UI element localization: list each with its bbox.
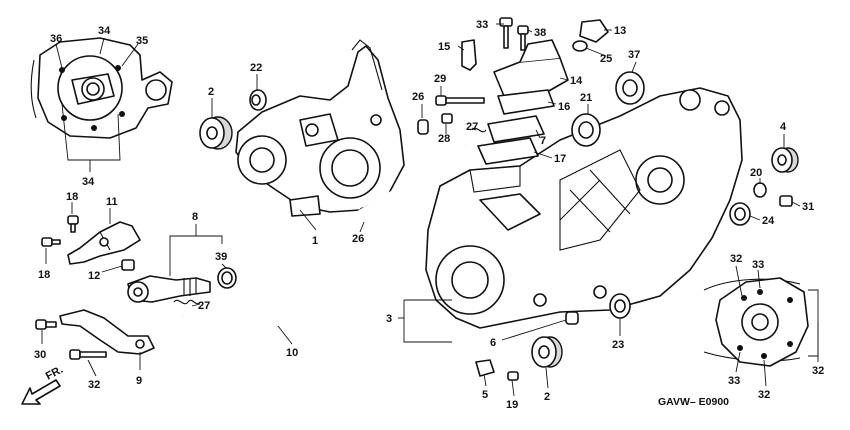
- bolt-31: [779, 195, 793, 207]
- gasket-16: [497, 89, 555, 115]
- bolt-32-left: [69, 349, 107, 360]
- callout-33: 33: [728, 375, 740, 387]
- callout-32: 32: [88, 379, 100, 391]
- bolt-29: [435, 95, 485, 106]
- callout-15: 15: [438, 41, 450, 53]
- bearing-21: [571, 113, 601, 147]
- callout-10: 10: [286, 347, 298, 359]
- oil-seal-24: [729, 202, 751, 226]
- front-direction-arrow: [21, 379, 61, 405]
- callout-18: 18: [66, 191, 78, 203]
- flange-13: [579, 19, 609, 43]
- callout-34: 34: [98, 25, 111, 37]
- callout-32: 32: [812, 365, 824, 377]
- reed-block-7: [487, 115, 545, 143]
- bolt-30: [35, 319, 57, 330]
- callout-20: 20: [750, 167, 762, 179]
- bearing-4: [771, 147, 799, 173]
- callout-4: 4: [780, 121, 787, 133]
- bearing-22: [249, 89, 267, 111]
- callout-9: 9: [136, 375, 142, 387]
- clip-5: [475, 359, 495, 377]
- callout-13: 13: [614, 25, 626, 37]
- bearing-2-lower: [531, 336, 563, 368]
- callout-38: 38: [534, 27, 546, 39]
- callout-11: 11: [106, 196, 118, 208]
- callout-12: 12: [88, 270, 100, 282]
- spring-clip-27-left: [173, 299, 201, 305]
- oil-seal-39: [217, 267, 237, 289]
- callout-23: 23: [612, 339, 624, 351]
- callout-26: 26: [352, 233, 364, 245]
- callout-24: 24: [762, 215, 775, 227]
- callout-3: 3: [386, 313, 392, 325]
- callout-35: 35: [136, 35, 148, 47]
- callout-1: 1: [312, 235, 318, 247]
- callout-39: 39: [215, 251, 227, 263]
- o-ring-25: [572, 40, 588, 52]
- callout-31: 31: [802, 201, 814, 213]
- bracket-11: [67, 221, 141, 265]
- callout-18: 18: [38, 269, 50, 281]
- bolt-18-upper: [67, 215, 79, 233]
- bolt-19: [507, 371, 519, 381]
- callout-7: 7: [540, 135, 546, 147]
- callout-19: 19: [506, 399, 518, 411]
- callout-8: 8: [192, 211, 198, 223]
- callout-36: 36: [50, 33, 62, 45]
- lower-right-cover: [703, 277, 809, 367]
- callout-25: 25: [600, 53, 612, 65]
- callout-30: 30: [34, 349, 46, 361]
- bolt-38: [517, 25, 529, 51]
- bearing-37: [615, 71, 645, 105]
- gear-assembly-8: [127, 275, 211, 303]
- left-crankcase-half: [235, 39, 405, 217]
- callout-34: 34: [82, 176, 95, 188]
- bolt-28: [441, 113, 453, 124]
- leader-lines: [41, 23, 819, 397]
- callout-2: 2: [544, 391, 550, 403]
- callout-6: 6: [490, 337, 496, 349]
- callout-33: 33: [476, 19, 488, 31]
- right-crankcase-half: [425, 87, 743, 329]
- gasket-17: [477, 137, 539, 165]
- callout-21: 21: [580, 92, 592, 104]
- bolt-33-top: [499, 17, 513, 49]
- callout-2: 2: [208, 86, 214, 98]
- callout-14: 14: [570, 75, 583, 87]
- callout-22: 22: [250, 62, 262, 74]
- callout-27: 27: [198, 300, 210, 312]
- diagram-code: GAVW– E0900: [658, 396, 729, 408]
- lever-9: [59, 309, 155, 355]
- clip-12: [121, 259, 135, 271]
- callout-16: 16: [558, 101, 570, 113]
- callout-26: 26: [412, 91, 424, 103]
- dowel-pin-6: [565, 311, 579, 325]
- callout-32: 32: [758, 389, 770, 401]
- direction-label: FR.: [44, 364, 65, 383]
- callout-28: 28: [438, 133, 450, 145]
- callout-5: 5: [482, 389, 488, 401]
- callout-37: 37: [628, 49, 640, 61]
- callout-17: 17: [554, 153, 566, 165]
- callout-29: 29: [434, 73, 446, 85]
- clamp-15: [461, 39, 477, 71]
- oil-seal-23: [609, 293, 631, 319]
- cover-plate-assembly: [30, 37, 173, 139]
- callout-27: 27: [466, 121, 478, 133]
- bolt-18-lower: [41, 237, 61, 247]
- callout-33: 33: [752, 259, 764, 271]
- bearing-2-upper: [199, 116, 233, 150]
- washer-20: [753, 182, 767, 198]
- callout-32: 32: [730, 253, 742, 265]
- dowel-pin-26-upper: [417, 119, 429, 135]
- hose-10: [181, 144, 468, 329]
